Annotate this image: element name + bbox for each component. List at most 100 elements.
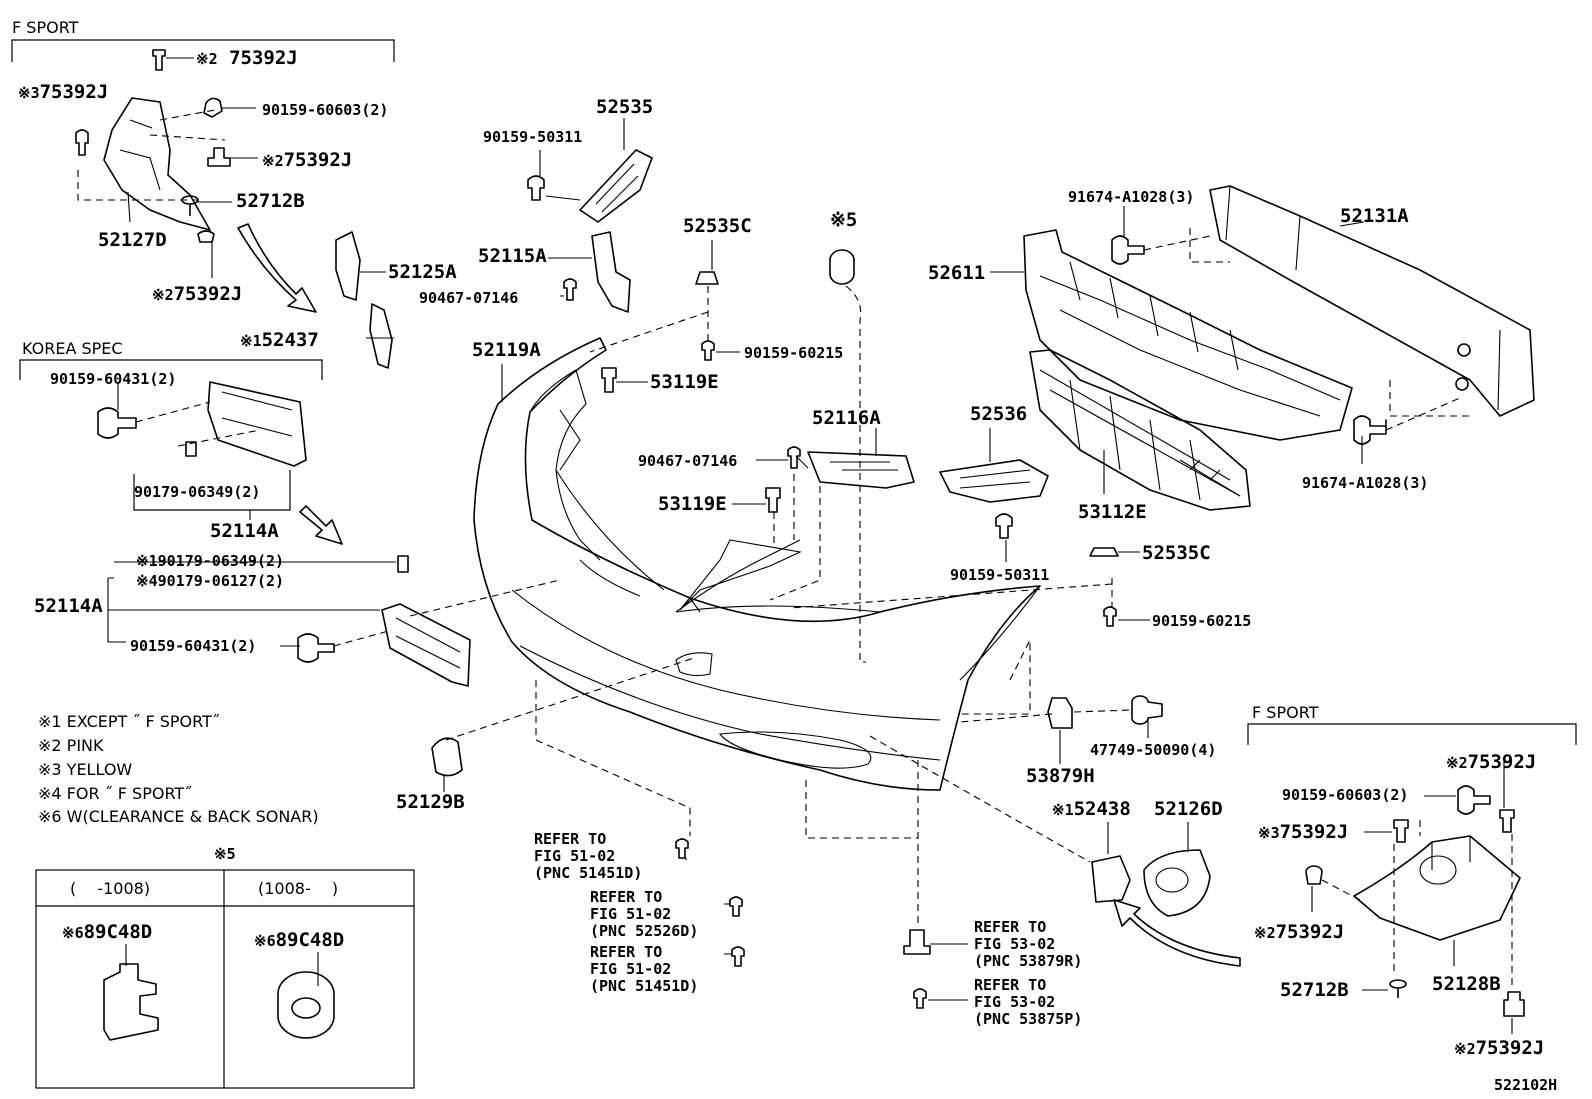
label-l24: 52611 [928,262,985,284]
label-l11: 52115A [478,245,547,267]
label-l14: ※152437 [240,329,319,351]
label-l34: ※190179-06349(2) [136,552,284,570]
label-l09: 90159-50311 [483,128,582,146]
label-l17: 53119E [650,371,719,393]
label-l30: 90159-60215 [1152,612,1251,630]
part-52128b-duct [1305,760,1525,1034]
refer-r1: REFER TO FIG 51-02 (PNC 51451D) [534,830,642,882]
part-sonar-5 [829,249,866,663]
part-52536-bracket [939,428,1049,562]
label-l38: 52129B [396,791,465,813]
arrow-korea [299,505,343,545]
sonar-table: ※5 ( -1008) (1008- ) ※689C48D ※689C48D [35,845,415,1089]
part-52114a-korea [97,381,307,520]
label-l40: 47749-50090(4) [1090,741,1216,759]
label-l31: 90159-60431(2) [50,370,176,388]
label-l06: 52127D [98,229,167,251]
part-52119a-bumper-cover [473,337,1041,791]
label-l49: ※275392J [1454,1037,1544,1059]
note-1: ※1 EXCEPT ˝ F SPORT˝ [38,712,220,731]
label-l16: 52119A [472,339,541,361]
notes-block: ※1 EXCEPT ˝ F SPORT˝ ※2 PINK ※3 YELLOW ※… [38,712,319,826]
label-l32: 90179-06349(2) [134,483,260,501]
sonar-cell-2: ※689C48D [254,929,344,951]
part-52535c-clip-top [589,240,740,361]
note-3: ※3 YELLOW [38,760,132,779]
label-l26: 91674-A1028(3) [1302,474,1428,492]
part-52116a-retainer [769,428,915,601]
arrow-curved-right [1113,899,1241,967]
part-53119e-top [601,367,648,393]
part-52611-absorber [990,229,1353,441]
refer-r5: REFER TO FIG 53-02 (PNC 53875P) [974,976,1082,1028]
refer-leaders [535,639,1031,1009]
label-l04: ※275392J [262,149,352,171]
label-l41: ※275392J [1446,751,1536,773]
label-l23: 52131A [1340,205,1409,227]
refer-r3: REFER TO FIG 51-02 (PNC 51451D) [590,943,698,995]
label-l48: 52128B [1432,973,1501,995]
label-l15: 90159-60215 [744,344,843,362]
note-2: ※2 PINK [38,736,104,755]
part-52535c-clip-right [789,547,1150,627]
label-l42: 90159-60603(2) [1282,786,1408,804]
note-4: ※4 FOR ˝ F SPORT˝ [38,784,192,803]
label-l01: ※2 75392J [196,47,298,69]
label-l43: ※375392J [1258,821,1348,843]
diagram-id: 522102H [1494,1076,1557,1094]
label-l10: 52535C [683,215,752,237]
group-f-sport-top: F SPORT [11,18,395,62]
sonar-col-1: ( -1008) [70,879,150,898]
label-l46: ※275392J [1254,921,1344,943]
label-l47: 52712B [1280,979,1349,1001]
arrow-curved-left [237,223,317,313]
group-label-f-sport-top: F SPORT [12,18,79,37]
label-l08: 52535 [596,96,653,118]
part-53879h-bracket [959,695,1163,764]
refer-r2: REFER TO FIG 51-02 (PNC 52526D) [590,888,698,940]
label-l22: 91674-A1028(3) [1068,188,1194,206]
sonar-table-title: ※5 [214,845,236,863]
label-l05: 52712B [236,190,305,212]
label-l18: ※5 [830,209,857,231]
label-l35: ※490179-06127(2) [136,572,284,590]
part-52114a-lower [107,555,561,687]
part-52131a-reinforcement [1189,185,1535,417]
label-l03: 90159-60603(2) [262,101,388,119]
part-52115a-bracket [548,231,631,313]
refer-r4: REFER TO FIG 53-02 (PNC 53879R) [974,918,1082,970]
label-l02: ※375392J [18,81,108,103]
sonar-cell-1: ※689C48D [62,921,152,943]
part-52129b-cap [431,657,695,792]
label-l45: 52126D [1154,798,1223,820]
part-91674-bolt-bottom [1353,397,1461,464]
label-l27: 53112E [1078,501,1147,523]
group-label-korea-spec: KOREA SPEC [22,339,123,358]
group-korea-spec: KOREA SPEC [19,339,323,380]
part-90467-clip-mid [756,446,801,469]
part-52535-bracket [527,118,653,223]
part-52127d-duct [75,49,258,278]
label-l07: ※275392J [152,283,242,305]
label-l19: 52116A [812,407,881,429]
sonar-col-2: (1008- ) [258,879,338,898]
label-l21: 53119E [658,493,727,515]
label-l33: 52114A [210,520,279,542]
part-52438-52126d [869,735,1211,917]
label-l12: 90467-07146 [419,289,518,307]
label-l25: 52536 [970,403,1027,425]
part-52125a-52437 [335,231,394,369]
label-l37: 90159-60431(2) [130,637,256,655]
note-6: ※6 W(CLEARANCE & BACK SONAR) [38,807,319,826]
label-l20: 90467-07146 [638,452,737,470]
label-l13: 52125A [388,261,457,283]
group-label-f-sport-bottom: F SPORT [1252,703,1319,722]
label-l39: 53879H [1026,765,1095,787]
part-53112e-grille [1029,349,1251,511]
label-l36: 52114A [34,595,103,617]
part-53119e-mid [732,474,795,546]
part-91674-bolt-top [1111,206,1211,265]
label-l44: ※152438 [1052,798,1131,820]
group-f-sport-bottom: F SPORT [1247,703,1577,745]
